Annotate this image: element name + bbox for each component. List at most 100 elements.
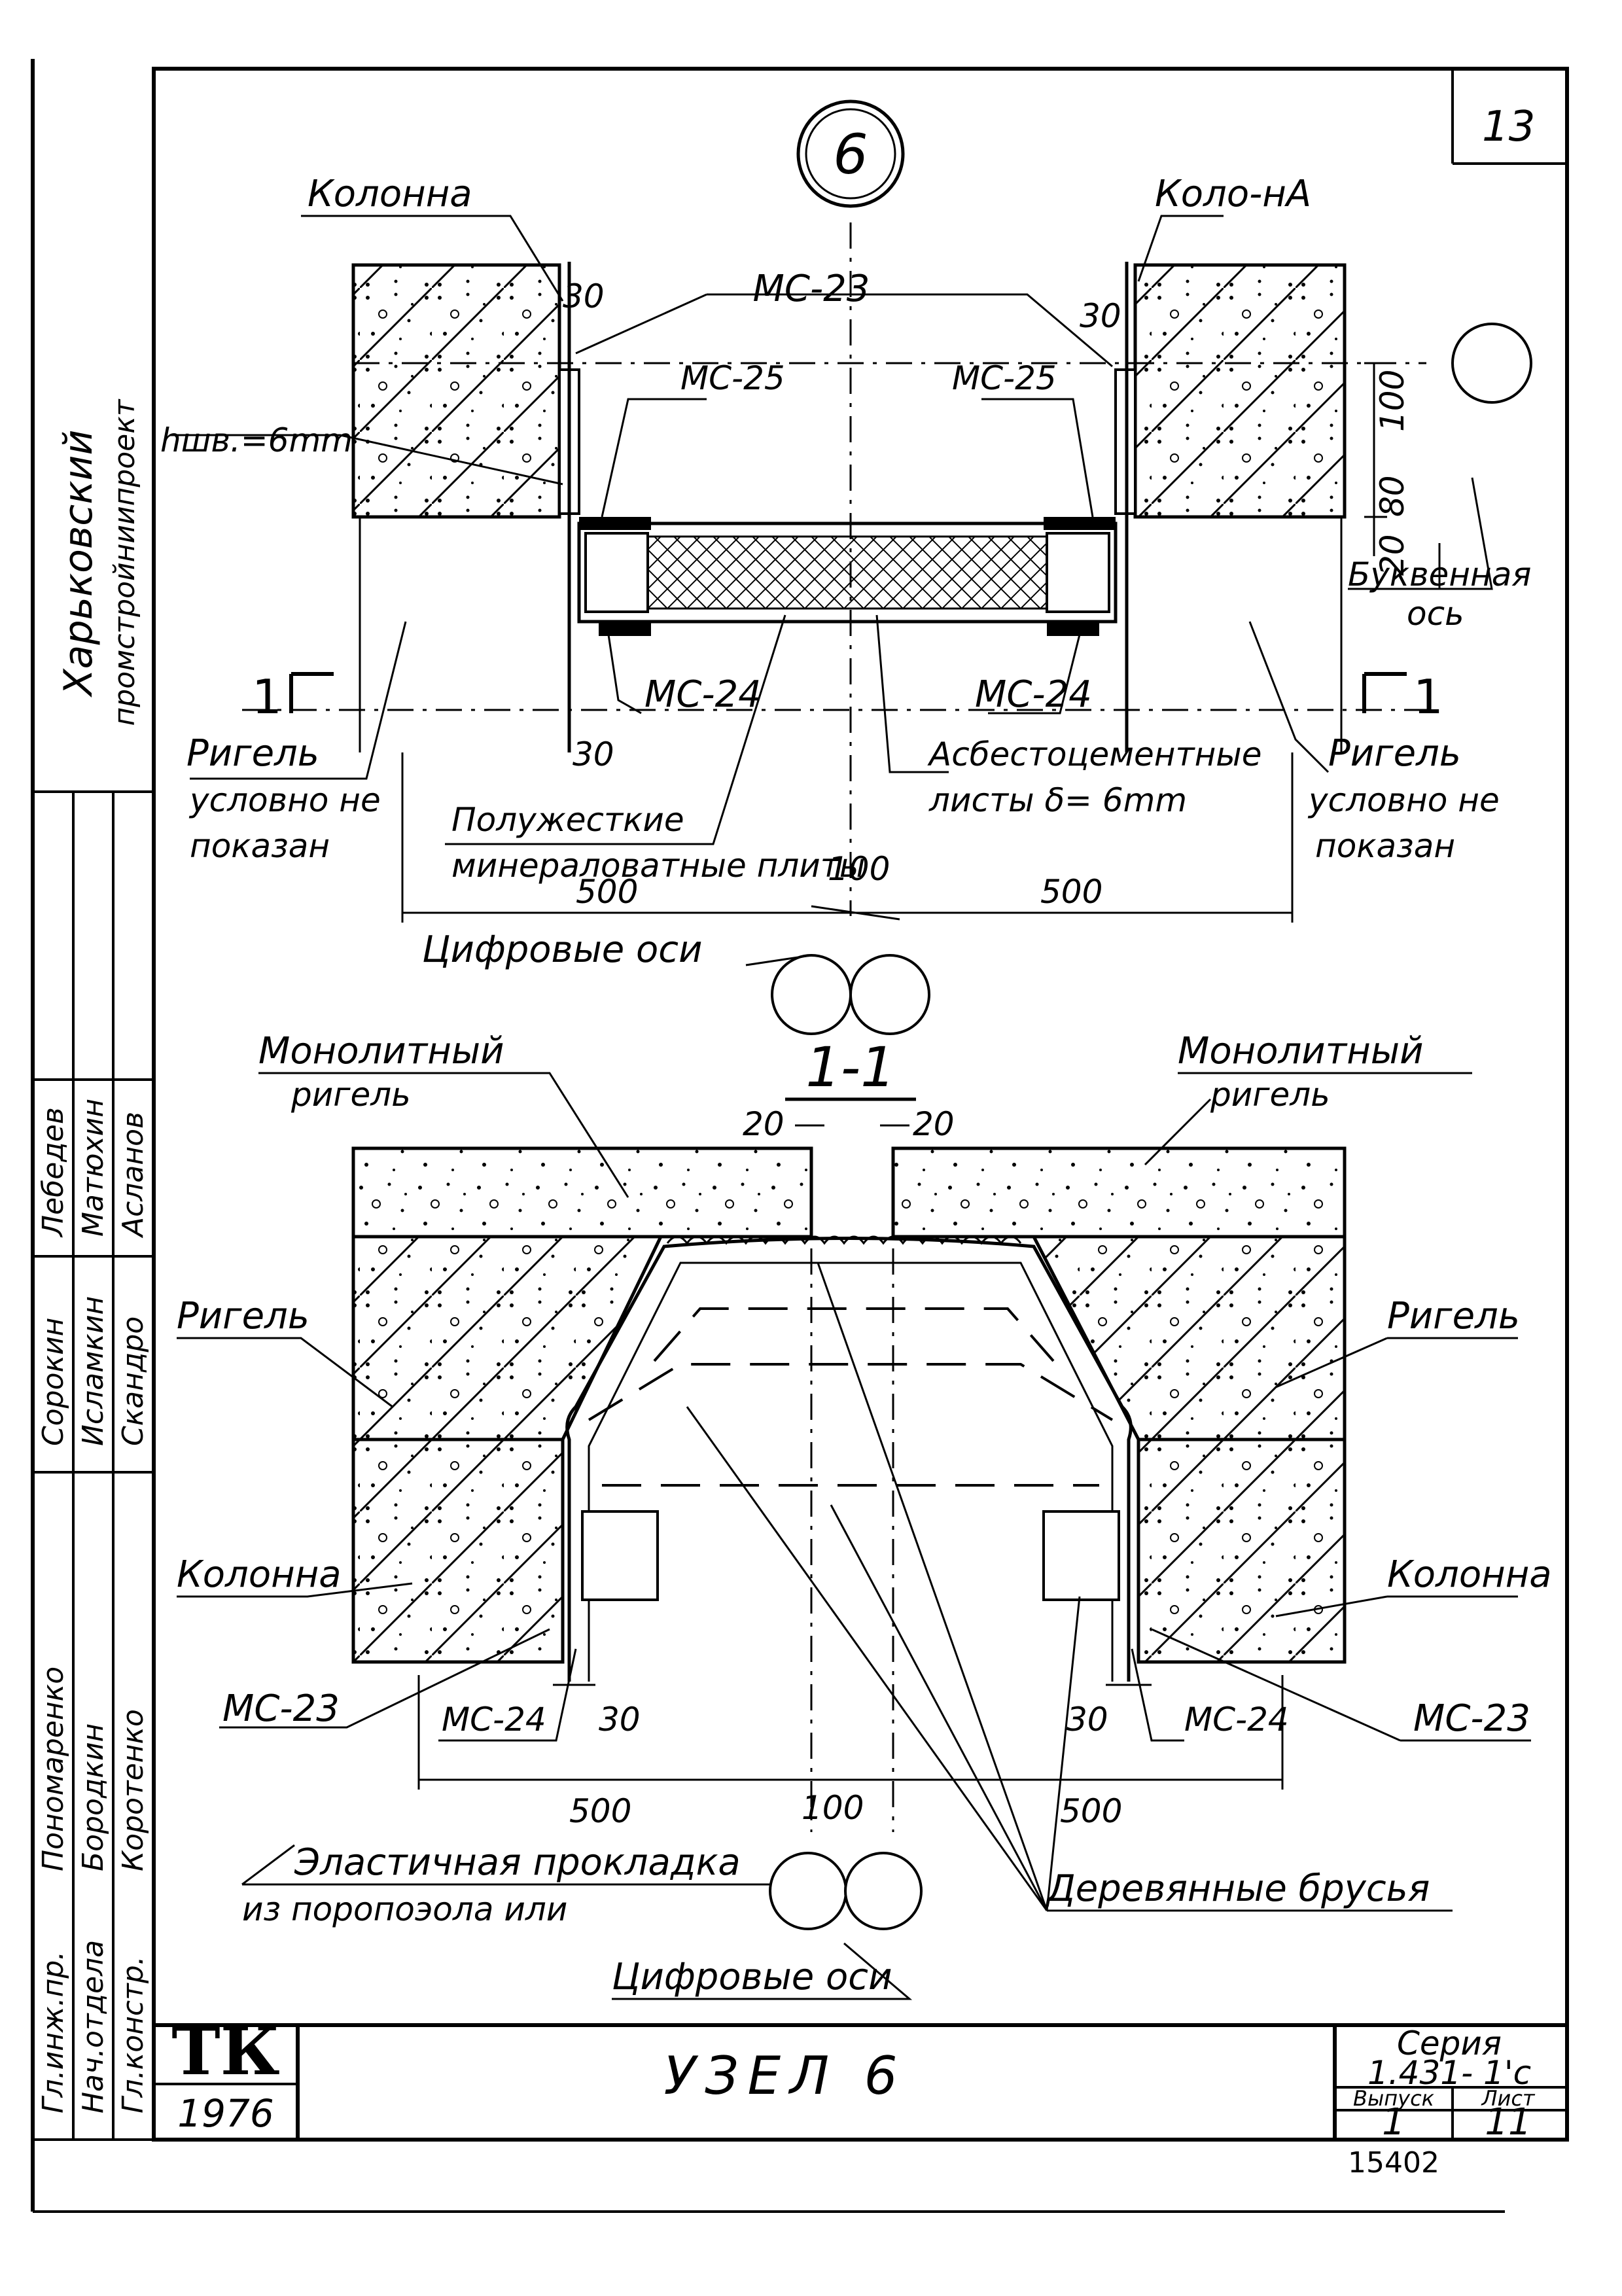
section-title: 1-1 — [805, 1035, 895, 1099]
section-mc24-right: МС-24 — [1184, 1701, 1289, 1739]
section-dim-100: 100 — [802, 1789, 864, 1827]
plan-mc25-left-label: МС-25 — [680, 359, 785, 397]
rigel-right — [1031, 1235, 1347, 1441]
plan-dim-20-vert: 20 — [1373, 534, 1411, 576]
strip-r0c3: Лебедев — [37, 1107, 70, 1238]
plan-dim-500-left: 500 — [576, 873, 638, 911]
strip-r2c2: Скандро — [116, 1316, 150, 1446]
node-number: 6 — [833, 122, 868, 186]
plan-column-left — [351, 263, 561, 519]
section-mark-left — [289, 672, 334, 713]
strip-r1c0: Нач.отдела — [77, 1940, 110, 2113]
strip-r0c2: Сорокин — [37, 1318, 70, 1446]
plan-dim-100: 100 — [828, 850, 890, 888]
sheet-frame — [31, 59, 1569, 2213]
plan-digital-axes: Цифровые оси — [422, 928, 702, 971]
plan-rigel-left: Ригель — [186, 732, 319, 775]
plan-view: 6 — [160, 99, 1532, 1035]
section-axis-circle-1 — [769, 1852, 847, 1930]
side-strip-text: Харьковский промстройниипроект Гл.инж.пр… — [37, 398, 150, 2113]
plan-dim-100-vert: 100 — [1373, 370, 1411, 432]
strip-org-name: Харьковский — [56, 430, 101, 698]
plan-mc24-left-label: МС-24 — [644, 673, 762, 716]
side-strip — [33, 790, 154, 2141]
plan-plates-label1: Полужесткие — [451, 801, 684, 839]
plan-mc23-label: МС-23 — [753, 268, 870, 310]
strip-r2c1: Коротенко — [116, 1709, 150, 1871]
digital-axis-circle-1 — [771, 954, 852, 1035]
stamp-series-value: 1.431- 1'с — [1367, 2054, 1531, 2092]
section-mc24-left: МС-24 — [442, 1701, 546, 1739]
column-right — [1137, 1438, 1347, 1664]
letter-axis-label2: ось — [1407, 595, 1464, 633]
section-digital-axes: Цифровые оси — [612, 1956, 892, 1998]
letter-axis-circle — [1451, 323, 1532, 404]
strip-r2c3: Асланов — [116, 1112, 150, 1239]
plan-dim-30-tl: 30 — [563, 277, 605, 315]
section-right-number: 1 — [1413, 669, 1443, 724]
sheet-corner-number: 13 — [1482, 103, 1535, 151]
section-dim-20-right: 20 — [913, 1105, 955, 1143]
plan-asbestos-label2: листы δ= 6mm — [928, 781, 1187, 819]
section-mono-left-2: ригель — [291, 1076, 411, 1114]
section-elastic-1: Эластичная прокладка — [294, 1841, 741, 1884]
plan-column-left-label: Колонна — [308, 173, 472, 215]
strip-r1c2: Исламкин — [77, 1296, 110, 1446]
strip-r1c1: Бородкин — [77, 1723, 110, 1871]
stamp-title: УЗЕЛ 6 — [663, 2045, 906, 2106]
stamp-sheet-label: Лист — [1481, 2086, 1535, 2111]
column-left — [351, 1438, 565, 1664]
section-mark-right — [1362, 672, 1407, 713]
plan-dim-500-right: 500 — [1040, 873, 1102, 911]
section-dim-500-left: 500 — [569, 1792, 631, 1830]
stamp-sheet-value: 11 — [1485, 2101, 1531, 2144]
weld-label: hшв.=6mm — [160, 421, 353, 459]
stamp-series-label: Серия — [1397, 2024, 1502, 2062]
section-rigel-left: Ригель — [177, 1295, 309, 1337]
plan-plates-label2: минераловатные плиты — [451, 847, 865, 885]
section-axis-circle-2 — [844, 1852, 923, 1930]
stamp-year: 1976 — [177, 2091, 274, 2136]
plan-dim-30-tr: 30 — [1080, 297, 1121, 335]
section-rigel-right: Ригель — [1387, 1295, 1520, 1337]
plan-dim-80-vert: 80 — [1373, 475, 1411, 517]
plan-column-right — [1133, 263, 1347, 519]
plan-column-right-label: Коло-нА — [1155, 173, 1311, 215]
letter-axis-label1: Буквенная — [1348, 556, 1531, 593]
stamp-issue-label: Выпуск — [1353, 2086, 1435, 2111]
plan-mc25-right-label: МС-25 — [952, 359, 1057, 397]
plan-rigel-left-note2: показан — [190, 827, 330, 865]
plan-rigel-left-note1: условно не — [188, 781, 381, 819]
strip-r1c3: Матюхин — [77, 1099, 110, 1237]
plan-asbestos-label1: Асбестоцементные — [927, 735, 1262, 773]
plan-mc24-right-label: МС-24 — [975, 673, 1092, 716]
mineral-wool-plates — [646, 535, 1048, 610]
section-dim-20-left: 20 — [743, 1105, 785, 1143]
stamp-logo: ТК — [171, 2013, 279, 2090]
plan-rigel-right: Ригель — [1328, 732, 1461, 775]
section-mono-right-2: ригель — [1210, 1076, 1330, 1114]
strip-r2c0: Гл.констр. — [116, 1956, 150, 2113]
wood-bars-outline — [588, 1307, 1114, 1487]
strip-r0c0: Гл.инж.пр. — [37, 1951, 70, 2113]
section-elastic-2: из поропоэола или — [242, 1890, 567, 1928]
section-column-left: Колонна — [177, 1553, 342, 1596]
monolithic-rigel-left — [351, 1146, 813, 1239]
monolithic-rigel-right — [891, 1146, 1347, 1239]
title-block: ТК 1976 УЗЕЛ 6 Серия 1.431- 1'с Выпуск Л… — [154, 2013, 1567, 2180]
section-dim-30-left: 30 — [599, 1701, 641, 1739]
section-dim-30-right: 30 — [1067, 1701, 1108, 1739]
section-dim-500-right: 500 — [1060, 1792, 1122, 1830]
strip-org-sub: промстройниипроект — [108, 398, 141, 726]
section-column-right: Колонна — [1387, 1553, 1552, 1596]
elastic-gasket — [565, 1235, 1133, 1682]
plan-dim-30-bottom: 30 — [573, 735, 614, 773]
section-left-number: 1 — [252, 669, 282, 724]
stamp-inventory: 15402 — [1348, 2146, 1439, 2180]
node-circle — [796, 99, 905, 208]
section-mc23-right: МС-23 — [1413, 1697, 1530, 1740]
section-mono-left-1: Монолитный — [258, 1030, 504, 1072]
stamp-issue-value: 1 — [1382, 2101, 1405, 2144]
plan-rigel-right-note1: условно не — [1307, 781, 1500, 819]
